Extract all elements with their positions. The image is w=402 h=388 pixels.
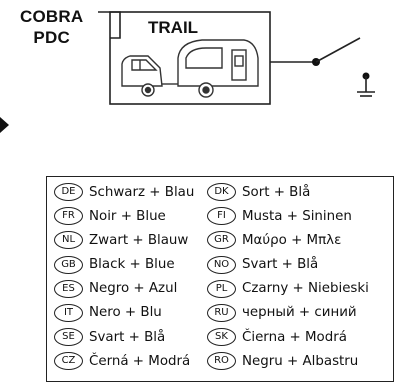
legend-entry: FR Noir + Blue xyxy=(54,207,166,226)
country-code-badge: IT xyxy=(54,303,83,322)
legend-row: DE Schwarz + Blau DK Sort + Blå xyxy=(51,183,393,207)
wire-color-label: черный + синий xyxy=(242,305,357,321)
trail-box xyxy=(109,11,271,105)
legend-row: IT Nero + Blu RU черный + синий xyxy=(51,303,393,328)
caravan-icon xyxy=(177,39,259,98)
country-code-badge: RU xyxy=(207,303,236,322)
wire-color-label: Čierna + Modrá xyxy=(242,329,347,345)
legend-entry: SK Čierna + Modrá xyxy=(207,328,347,347)
connector-line xyxy=(98,11,121,39)
wire-color-label: Black + Blue xyxy=(89,257,175,273)
arrow-marker-icon xyxy=(0,117,9,133)
wire-color-label: Zwart + Blauw xyxy=(89,232,189,248)
wire-color-label: Noir + Blue xyxy=(89,208,166,224)
car-icon xyxy=(121,55,178,97)
wire-color-label: Negro + Azul xyxy=(89,281,178,297)
country-code-badge: GB xyxy=(54,255,83,274)
wire-color-label: Schwarz + Blau xyxy=(89,184,195,200)
trail-title: TRAIL xyxy=(148,18,199,37)
legend-entry: GR Μαύρο + Μπλε xyxy=(207,231,342,250)
legend-row: GB Black + Blue NO Svart + Blå xyxy=(51,255,393,280)
wire-color-label: Nero + Blu xyxy=(89,305,162,321)
legend-row: ES Negro + Azul PL Czarny + Niebieski xyxy=(51,279,393,304)
legend-entry: GB Black + Blue xyxy=(54,255,175,274)
legend-entry: NO Svart + Blå xyxy=(207,255,319,274)
country-code-badge: GR xyxy=(207,231,236,250)
wire-color-label: Sort + Blå xyxy=(242,184,311,200)
legend-entry: CZ Černá + Modrá xyxy=(54,352,191,371)
legend-entry: DE Schwarz + Blau xyxy=(54,183,194,201)
country-code-badge: DK xyxy=(207,183,236,201)
legend-row: SE Svart + Blå SK Čierna + Modrá xyxy=(51,328,393,352)
wire-color-label: Μαύρο + Μπλε xyxy=(242,232,342,248)
wire-color-label: Czarny + Niebieski xyxy=(242,281,369,297)
country-code-badge: CZ xyxy=(54,352,83,371)
legend-entry: IT Nero + Blu xyxy=(54,303,162,322)
cobra-pdc-label: COBRA PDC xyxy=(20,6,83,48)
country-code-badge: SK xyxy=(207,328,236,347)
country-code-badge: FR xyxy=(54,207,83,226)
legend-row: NL Zwart + Blauw GR Μαύρο + Μπλε xyxy=(51,231,393,255)
legend-entry: RO Negru + Albastru xyxy=(207,352,359,371)
wire-color-label: Negru + Albastru xyxy=(242,353,359,369)
legend-entry: DK Sort + Blå xyxy=(207,183,310,201)
country-code-badge: FI xyxy=(207,207,236,226)
wire-color-label: Svart + Blå xyxy=(242,257,319,273)
wire-color-label: Černá + Modrá xyxy=(89,353,191,369)
wiring-diagram xyxy=(98,11,375,105)
legend-entry: SE Svart + Blå xyxy=(54,328,166,347)
country-code-badge: NL xyxy=(54,231,83,250)
country-code-badge: ES xyxy=(54,279,83,298)
brand-line-1: COBRA xyxy=(20,7,84,26)
country-code-badge: NO xyxy=(207,255,236,274)
legend-row: FR Noir + Blue FI Musta + Sininen xyxy=(51,207,393,231)
country-code-badge: SE xyxy=(54,328,83,347)
legend-row: CZ Černá + Modrá RO Negru + Albastru xyxy=(51,352,393,376)
legend-entry: ES Negro + Azul xyxy=(54,279,178,298)
legend-entry: PL Czarny + Niebieski xyxy=(207,279,369,298)
country-code-badge: RO xyxy=(207,352,236,371)
legend-entry: FI Musta + Sininen xyxy=(207,207,352,226)
wire-color-label: Svart + Blå xyxy=(89,329,166,345)
brand-line-2: PDC xyxy=(33,28,70,47)
switch-line xyxy=(315,37,361,63)
country-code-badge: PL xyxy=(207,279,236,298)
legend-entry: RU черный + синий xyxy=(207,303,357,322)
wire-color-label: Musta + Sininen xyxy=(242,208,352,224)
country-code-badge: DE xyxy=(54,183,83,201)
legend-entry: NL Zwart + Blauw xyxy=(54,231,189,250)
